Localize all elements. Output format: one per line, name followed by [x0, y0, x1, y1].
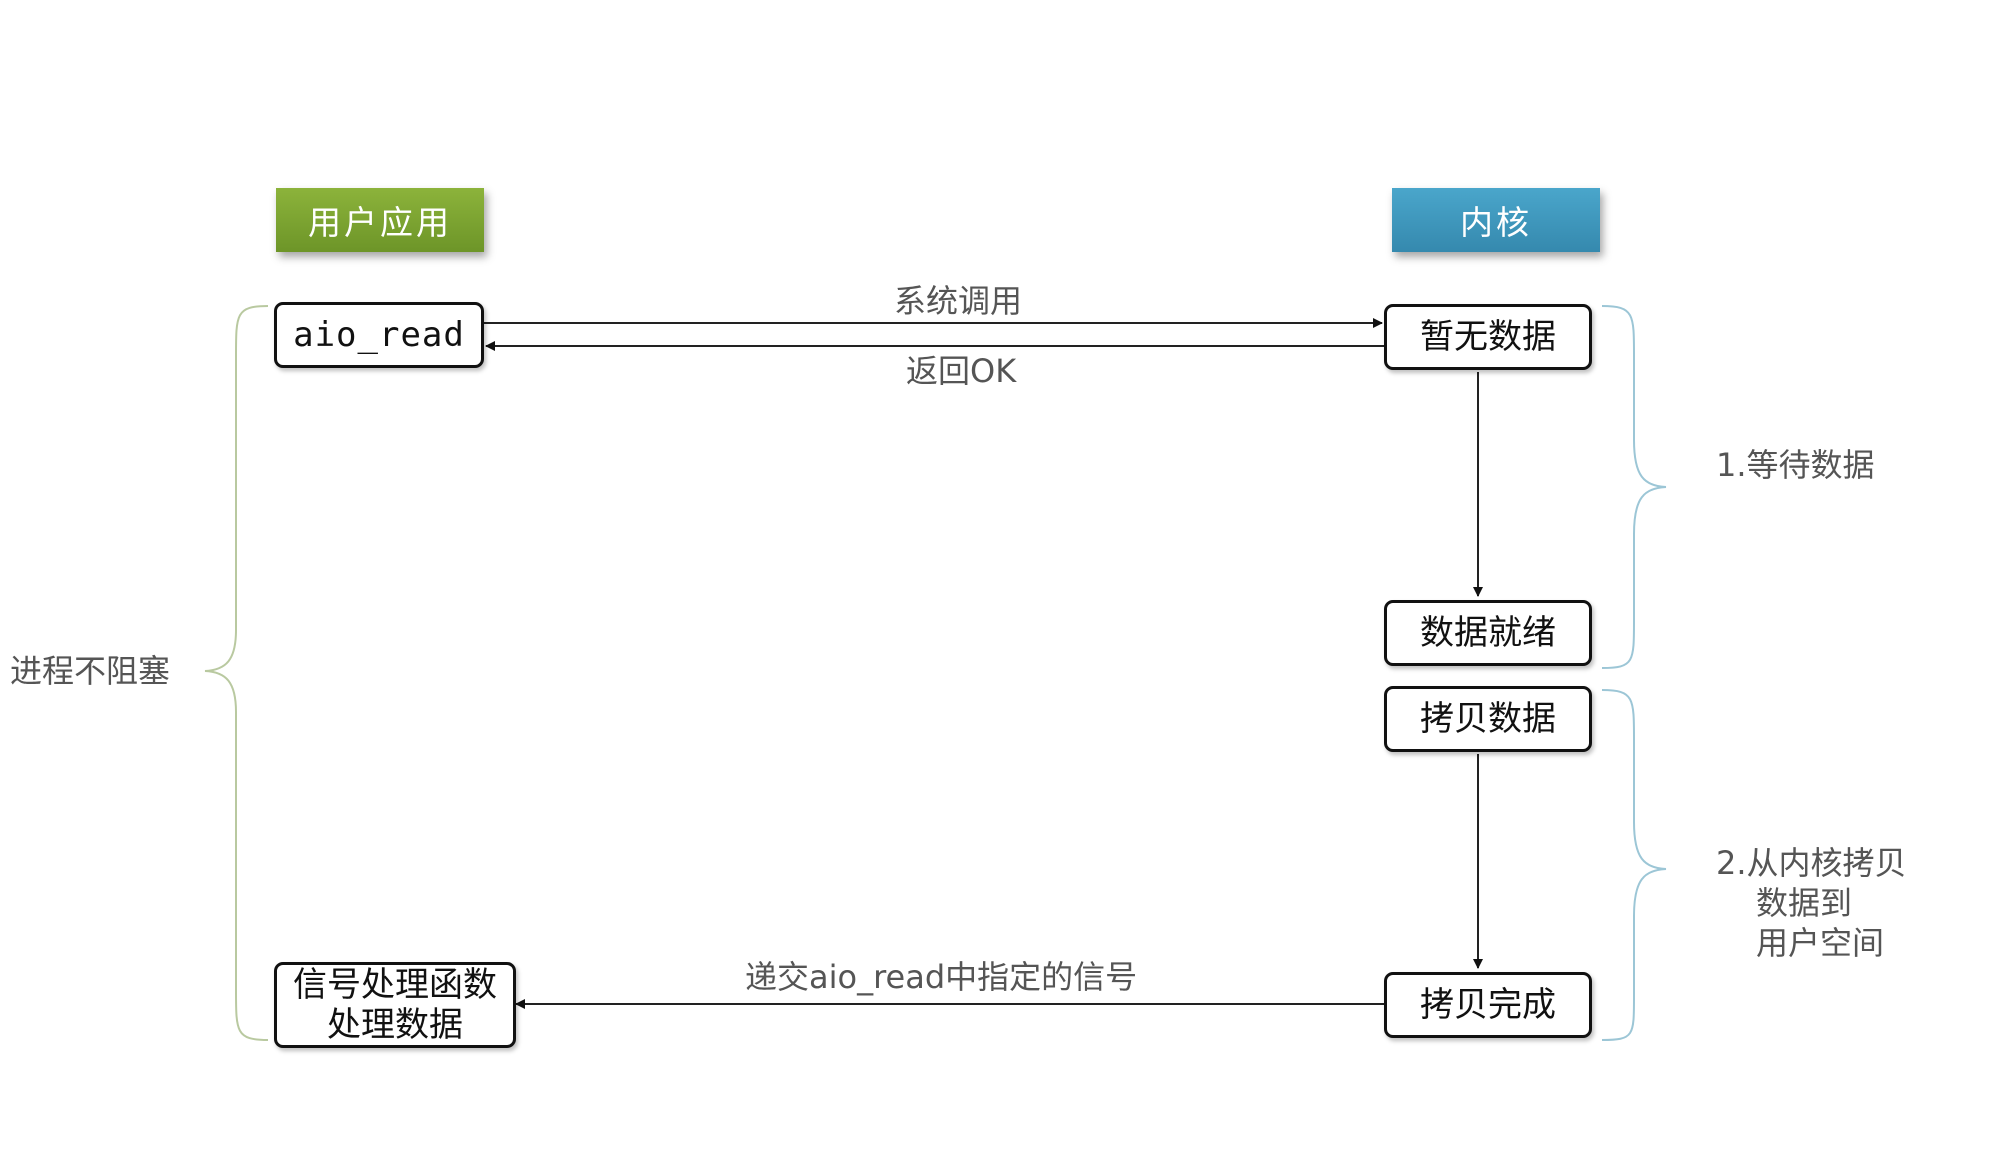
signal-handler-line2: 处理数据: [327, 1005, 463, 1045]
copy-stage-label-line3: 用户空间: [1756, 924, 1885, 962]
copy-data-label: 拷贝数据: [1420, 699, 1556, 739]
no-data-box: 暂无数据: [1384, 304, 1592, 370]
data-ready-box: 数据就绪: [1384, 600, 1592, 666]
syscall-label: 系统调用: [894, 282, 1023, 320]
user-app-header: 用户应用: [276, 188, 484, 252]
kernel-header: 内核: [1392, 188, 1600, 252]
copy-stage-label-line1: 2.从内核拷贝: [1716, 844, 1907, 882]
non-blocking-label: 进程不阻塞: [10, 652, 171, 690]
data-ready-label: 数据就绪: [1420, 613, 1556, 653]
copy-done-box: 拷贝完成: [1384, 972, 1592, 1038]
left-brace: [204, 305, 269, 1041]
aio-read-label: aio_read: [293, 315, 465, 355]
right-brace-copy: [1601, 689, 1667, 1041]
copy-done-label: 拷贝完成: [1420, 985, 1556, 1025]
copy-stage-label-line2: 数据到: [1756, 884, 1853, 922]
return-ok-label: 返回OK: [906, 352, 1017, 390]
copy-data-box: 拷贝数据: [1384, 686, 1592, 752]
deliver-signal-label: 递交aio_read中指定的信号: [745, 958, 1138, 996]
right-brace-wait: [1601, 305, 1667, 669]
no-data-label: 暂无数据: [1420, 317, 1556, 357]
signal-handler-box: 信号处理函数 处理数据: [274, 962, 516, 1048]
signal-handler-line1: 信号处理函数: [293, 965, 497, 1005]
aio-read-box: aio_read: [274, 302, 484, 368]
wait-data-label: 1.等待数据: [1716, 446, 1875, 484]
